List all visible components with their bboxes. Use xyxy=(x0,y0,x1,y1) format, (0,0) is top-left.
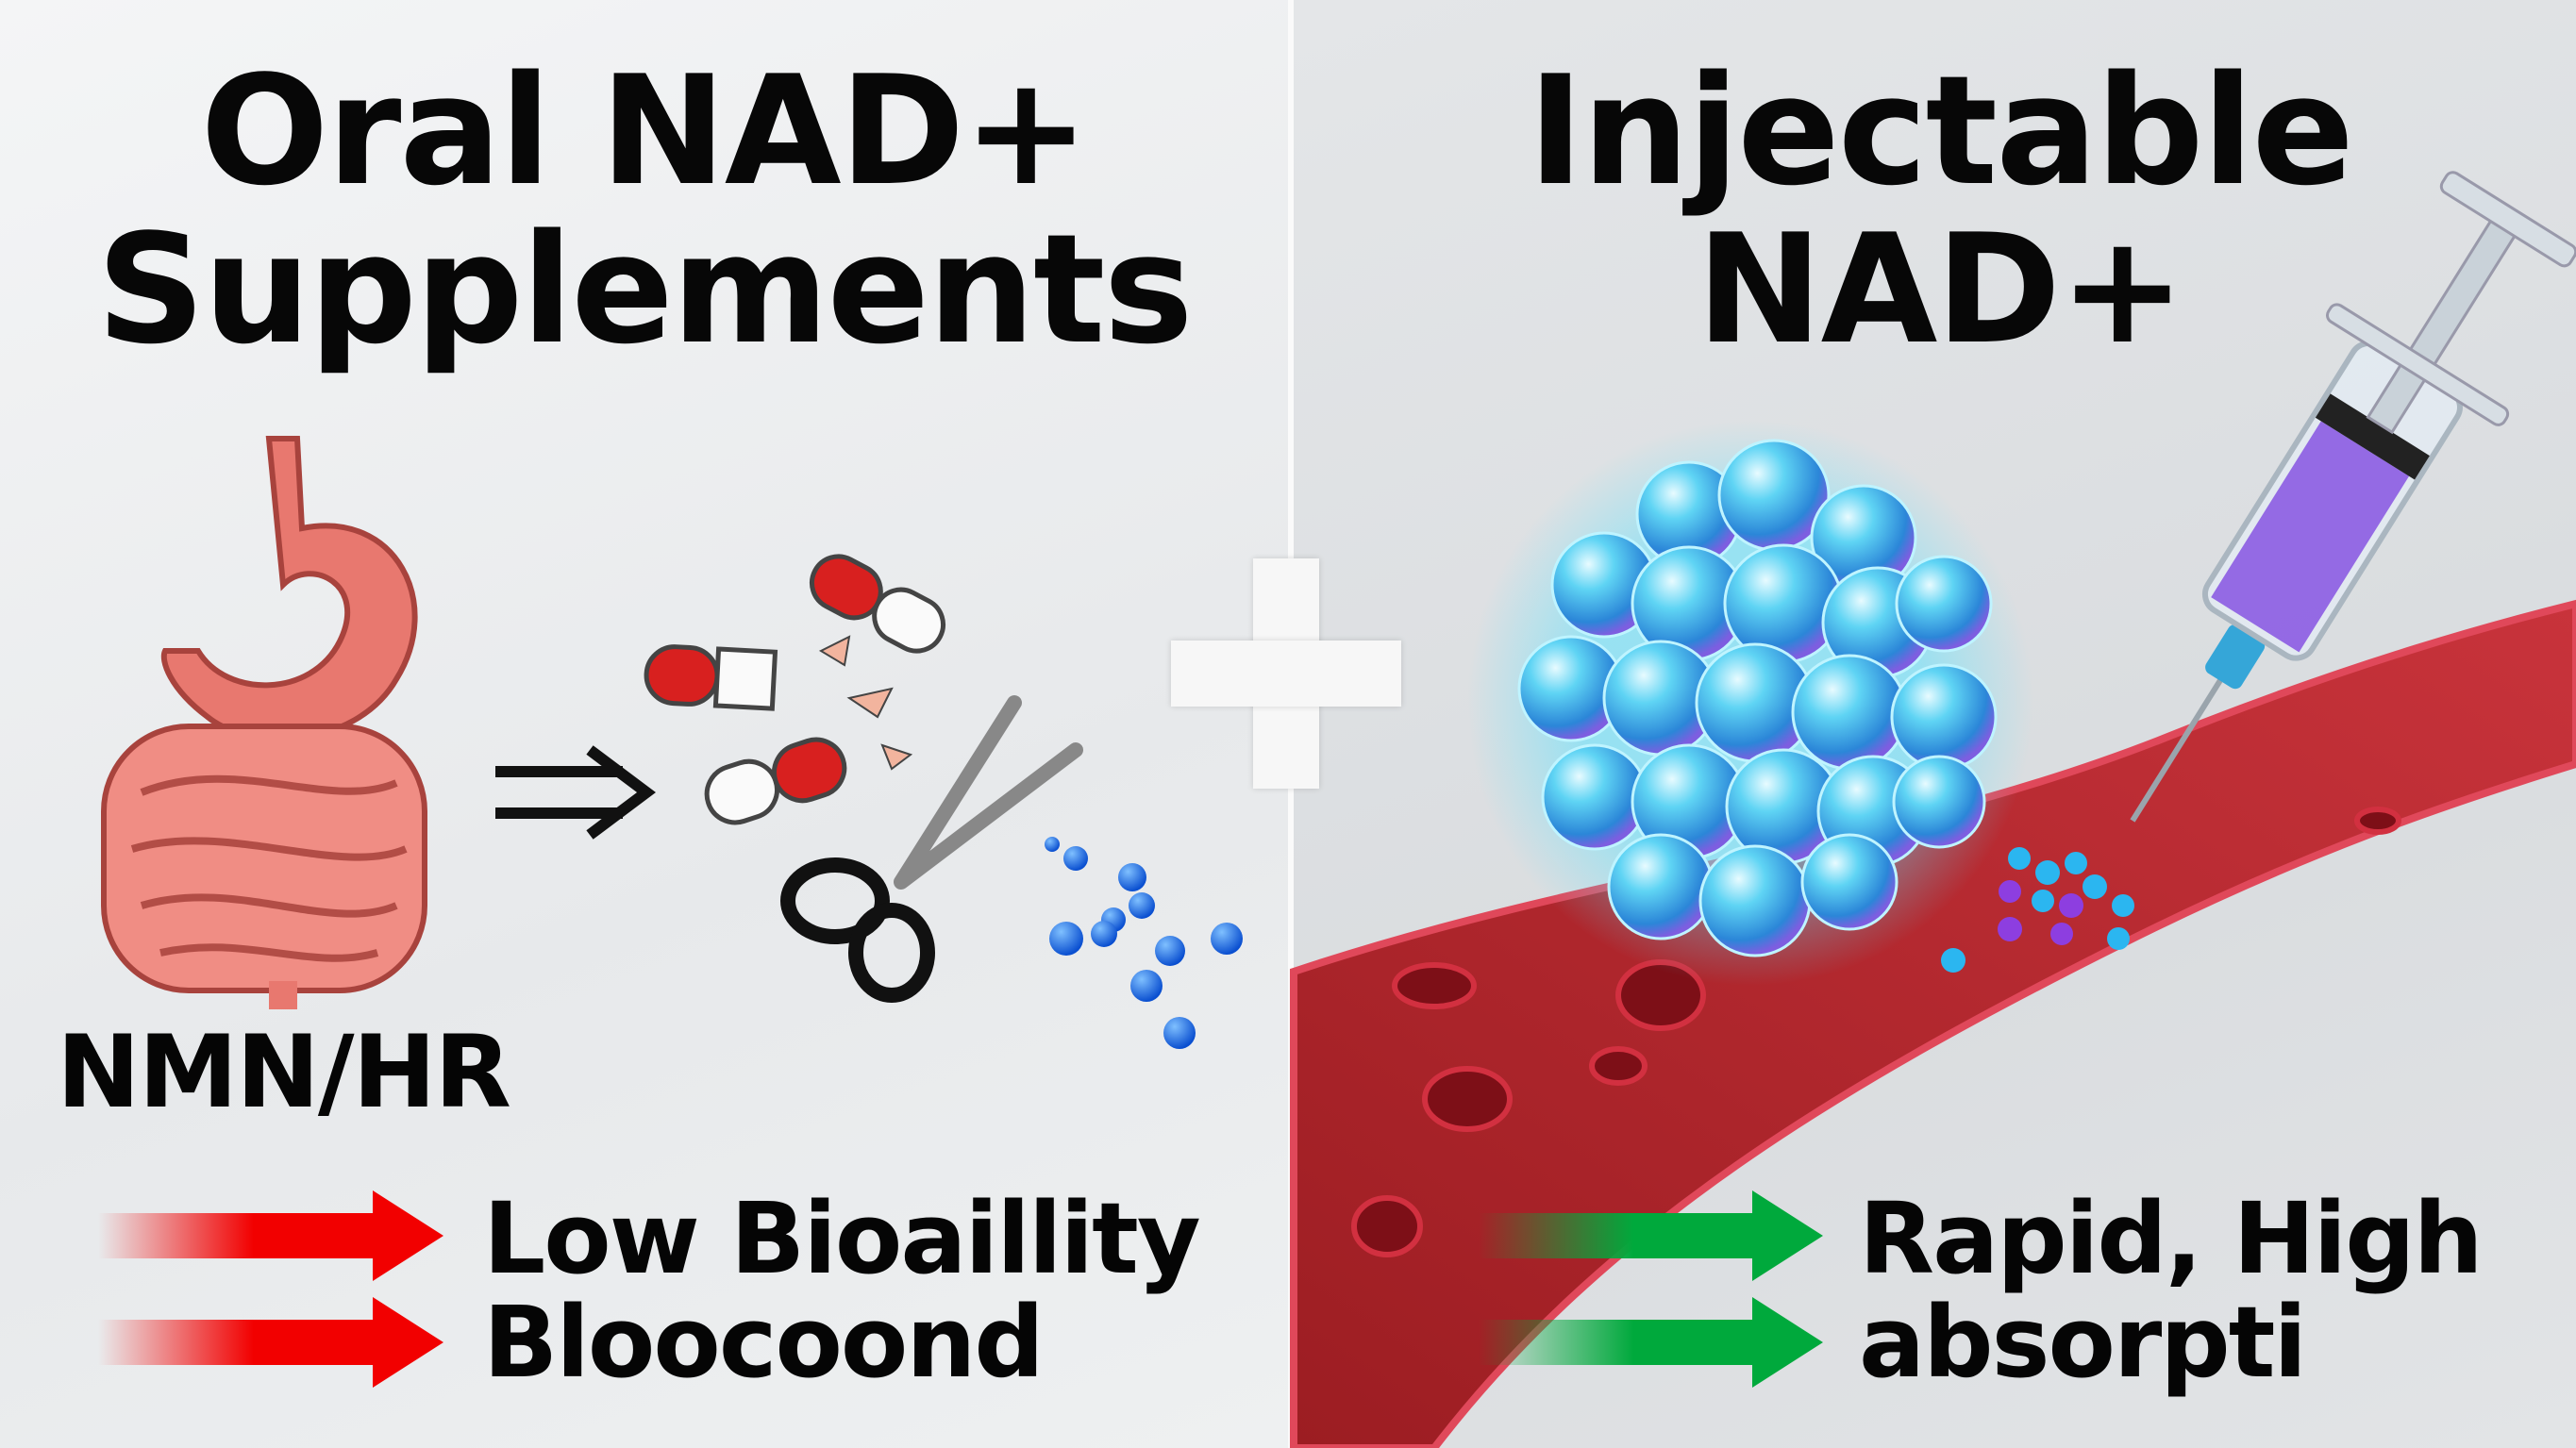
injectable-outcome-line2: absorpti xyxy=(1859,1285,2307,1400)
oral-outcome-line1: Low Bioaillity xyxy=(483,1181,1201,1296)
injectable-title-line1: Injectable xyxy=(1528,42,2354,219)
molecule-dots-icon xyxy=(1045,837,1243,1049)
syringe-icon xyxy=(2130,171,2576,823)
double-arrow-icon xyxy=(495,745,656,840)
capsule-icon xyxy=(644,554,945,825)
red-arrows xyxy=(98,1190,443,1388)
oral-title: Oral NAD+ Supplements xyxy=(0,52,1288,369)
injectable-title: Injectable NAD+ xyxy=(1294,52,2576,369)
green-arrows xyxy=(1479,1190,1823,1388)
oral-title-line1: Oral NAD+ xyxy=(200,42,1089,219)
oral-outcome-line2: Bloocoond xyxy=(483,1285,1045,1400)
injectable-outcome-line1: Rapid, High xyxy=(1859,1181,2484,1296)
scissors-icon xyxy=(780,695,1083,1003)
molecule-cluster-icon xyxy=(1467,420,2134,986)
oral-title-line2: Supplements xyxy=(96,201,1193,377)
stomach-intestines-icon xyxy=(101,436,427,1009)
organ-label: NMN/HR xyxy=(57,1014,511,1130)
injectable-title-line2: NAD+ xyxy=(1696,201,2186,377)
